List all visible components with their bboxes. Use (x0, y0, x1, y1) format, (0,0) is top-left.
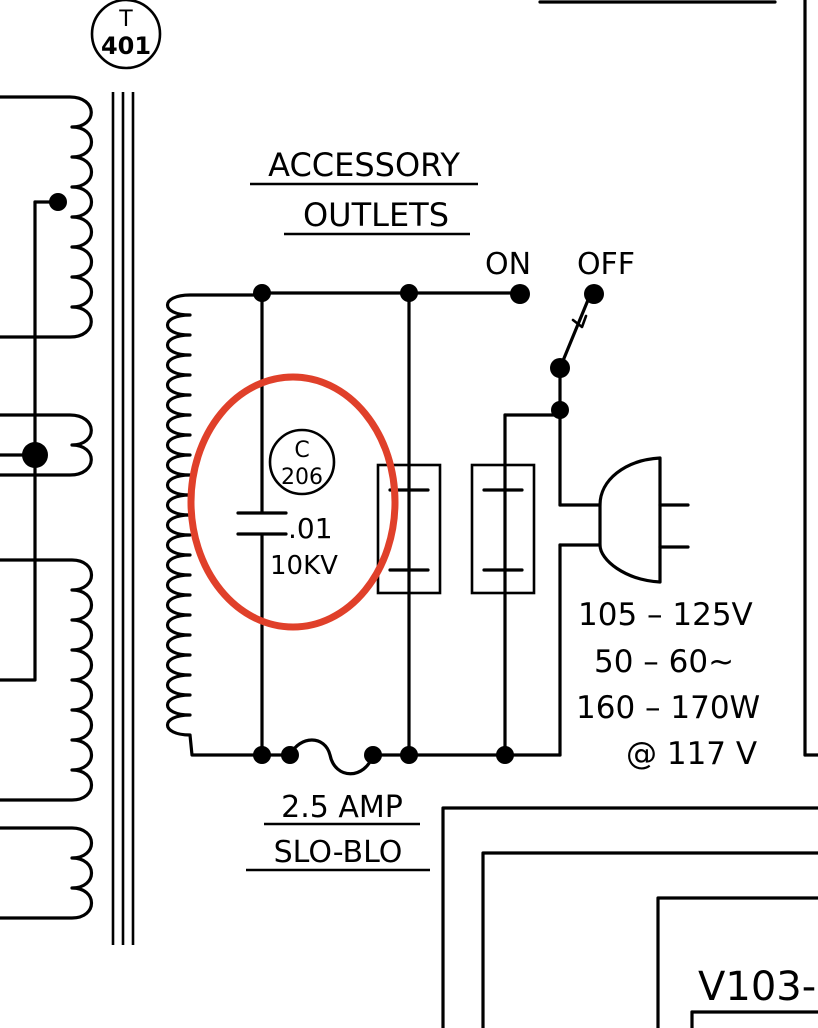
highlight-circle (187, 373, 399, 631)
fuse-rating: 2.5 AMP (281, 790, 403, 825)
junction-dot (22, 442, 48, 468)
capacitor-voltage: 10KV (270, 551, 338, 581)
power-spec-power: 160 – 170W (576, 690, 760, 726)
outlets-label-line2: OUTLETS (303, 196, 449, 234)
chassis-outlines (441, 0, 818, 1028)
transformer-ref-letter: T (118, 7, 133, 32)
fuse-type: SLO-BLO (274, 835, 403, 870)
switch-off-label: OFF (577, 247, 635, 282)
tube-label: V103- (698, 964, 816, 1010)
transformer-core (111, 92, 135, 945)
capacitor-value: .01 (288, 512, 333, 545)
secondary-coil-left (0, 95, 94, 920)
accessory-outlet-2 (470, 463, 536, 595)
transformer-ref-circle: T 401 (90, 0, 162, 70)
capacitor-ref-circle (268, 428, 336, 496)
capacitor-ref-number: 206 (281, 465, 323, 490)
power-plug (598, 456, 690, 584)
capacitor-ref-letter: C (294, 438, 309, 463)
capacitor-c206 (236, 511, 288, 536)
junction-dots (253, 284, 604, 764)
power-spec-at-voltage: @ 117 V (626, 736, 757, 772)
power-switch (558, 298, 590, 370)
power-spec-voltage: 105 – 125V (578, 597, 753, 633)
primary-coil (166, 293, 264, 757)
outlets-label-line1: ACCESSORY (268, 146, 460, 184)
power-spec-frequency: 50 – 60∼ (594, 644, 734, 680)
transformer-ref-number: 401 (101, 32, 151, 60)
switch-on-label: ON (485, 247, 531, 282)
main-wiring (260, 291, 602, 776)
